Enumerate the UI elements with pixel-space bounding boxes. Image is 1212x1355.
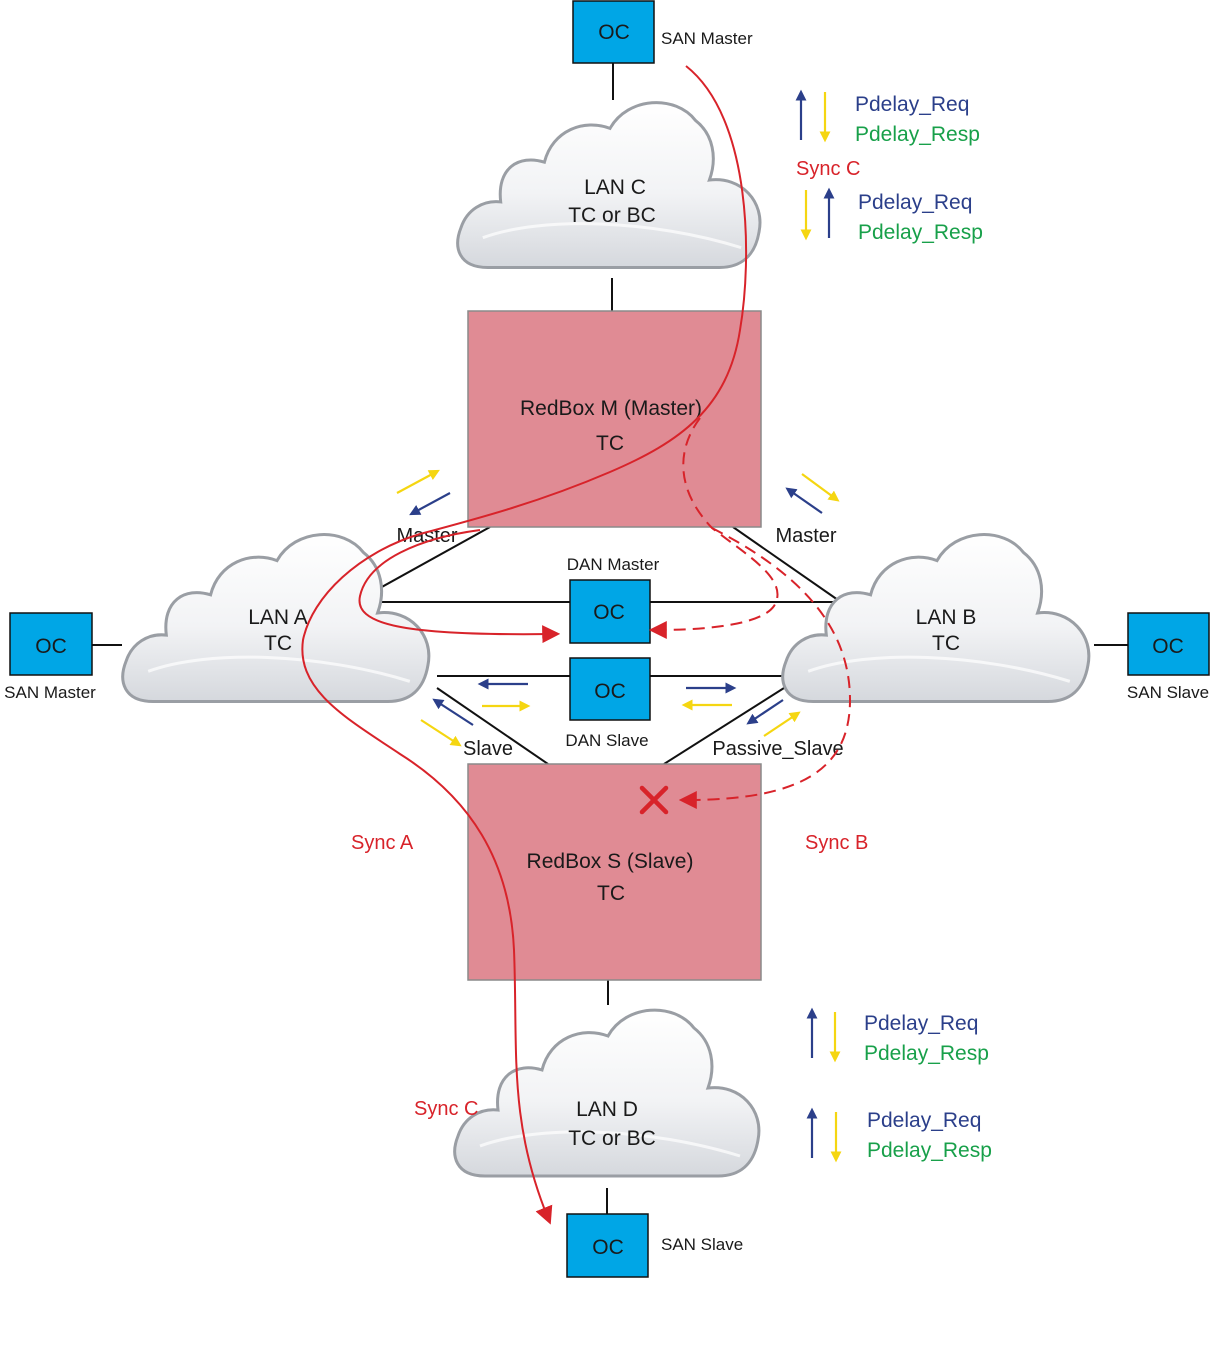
lan-c-subtitle: TC or BC bbox=[568, 204, 656, 227]
oc-bottom: OC SAN Slave bbox=[566, 1213, 743, 1278]
pdelay-resp-label: Pdelay_Resp bbox=[864, 1042, 989, 1065]
redbox-master-box bbox=[467, 310, 762, 528]
sync-b-path-to-slave bbox=[678, 527, 852, 809]
pdelay-req-label: Pdelay_Req bbox=[867, 1109, 981, 1132]
port-label-slave-left: Slave bbox=[463, 738, 513, 760]
oc-right-caption: SAN Slave bbox=[1127, 683, 1209, 702]
oc-top-label: OC bbox=[598, 21, 630, 44]
link-redbox-m-lan-b bbox=[732, 526, 839, 601]
lan-a-subtitle: TC bbox=[264, 632, 292, 655]
arrow-icon bbox=[396, 469, 440, 494]
oc-left: OC SAN Master bbox=[4, 612, 96, 702]
oc-bottom-caption: SAN Slave bbox=[661, 1235, 743, 1254]
oc-dan-master-label: OC bbox=[593, 601, 625, 624]
oc-right-label: OC bbox=[1152, 635, 1184, 658]
pdelay-legend-3: Pdelay_Req Pdelay_Resp bbox=[806, 1007, 989, 1065]
links bbox=[92, 63, 1128, 1214]
oc-dan-master-box bbox=[569, 579, 651, 644]
redbox-slave-title: RedBox S (Slave) bbox=[527, 850, 694, 873]
oc-dan-master: OC DAN Master bbox=[567, 555, 660, 644]
oc-dan-master-caption: DAN Master bbox=[567, 555, 660, 574]
oc-dan-slave: OC DAN Slave bbox=[565, 657, 651, 750]
redbox-slave-subtitle: TC bbox=[597, 882, 625, 905]
cloud-icon bbox=[453, 1008, 761, 1178]
arrow-icon bbox=[785, 487, 823, 514]
lan-c-cloud: LAN C TC or BC bbox=[456, 101, 762, 269]
pdelay-resp-label: Pdelay_Resp bbox=[855, 123, 980, 146]
pdelay-legend-1: Pdelay_Req Pdelay_Resp bbox=[795, 89, 980, 146]
pdelay-resp-label: Pdelay_Resp bbox=[867, 1139, 992, 1162]
sync-c-path bbox=[301, 65, 748, 1225]
lan-d-cloud: LAN D TC or BC bbox=[453, 1008, 761, 1178]
arrow-icon bbox=[801, 473, 840, 502]
oc-top-box bbox=[572, 0, 655, 64]
pdelay-legend-4: Pdelay_Req Pdelay_Resp bbox=[806, 1107, 992, 1163]
pdelay-resp-label: Pdelay_Resp bbox=[858, 221, 983, 244]
oc-dan-slave-label: OC bbox=[594, 680, 626, 703]
lan-b-cloud: LAN B TC bbox=[781, 533, 1091, 704]
oc-left-caption: SAN Master bbox=[4, 683, 96, 702]
oc-dan-slave-caption: DAN Slave bbox=[565, 731, 648, 750]
sync-a-path bbox=[358, 529, 561, 644]
redbox-slave: RedBox S (Slave) TC bbox=[467, 763, 762, 981]
arrow-icon bbox=[409, 492, 451, 516]
link-redbox-m-lan-a bbox=[379, 526, 491, 589]
pdelay-legend-2: Pdelay_Req Pdelay_Resp bbox=[800, 187, 983, 244]
oc-right: OC SAN Slave bbox=[1127, 612, 1210, 702]
x-mark-icon bbox=[639, 785, 669, 815]
oc-bottom-label: OC bbox=[592, 1236, 624, 1259]
lan-d-subtitle: TC or BC bbox=[568, 1127, 656, 1150]
sync-b-label: Sync B bbox=[805, 832, 868, 854]
lan-d-title: LAN D bbox=[576, 1098, 638, 1121]
lan-a-title: LAN A bbox=[248, 606, 308, 629]
arrow-icon bbox=[763, 711, 801, 737]
sync-c-bottom-label: Sync C bbox=[414, 1098, 478, 1120]
oc-top-caption: SAN Master bbox=[661, 29, 753, 48]
lan-c-title: LAN C bbox=[584, 176, 646, 199]
pdelay-req-label: Pdelay_Req bbox=[864, 1012, 978, 1035]
oc-bottom-box bbox=[566, 1213, 649, 1278]
sync-c-top-label: Sync C bbox=[796, 158, 860, 180]
sync-paths bbox=[301, 65, 852, 1225]
port-label-slave-right: Passive_Slave bbox=[712, 738, 843, 760]
lan-b-title: LAN B bbox=[916, 606, 977, 629]
oc-left-label: OC bbox=[35, 635, 67, 658]
lan-b-subtitle: TC bbox=[932, 632, 960, 655]
pdelay-req-label: Pdelay_Req bbox=[858, 191, 972, 214]
lan-a-cloud: LAN A TC bbox=[121, 533, 431, 704]
link-lan-b-redbox-s bbox=[663, 687, 785, 765]
arrow-icon bbox=[420, 719, 462, 747]
redbox-master-subtitle: TC bbox=[596, 432, 624, 455]
oc-top: OC SAN Master bbox=[572, 0, 753, 64]
oc-left-box bbox=[9, 612, 93, 676]
redbox-master-title: RedBox M (Master) bbox=[520, 397, 702, 420]
link-lan-a-redbox-s bbox=[436, 687, 549, 765]
redbox-master: RedBox M (Master) TC bbox=[467, 310, 762, 528]
arrow-icon bbox=[746, 699, 784, 725]
oc-dan-slave-box bbox=[569, 657, 651, 721]
arrow-icon bbox=[432, 698, 474, 726]
exchange-arrows bbox=[396, 469, 840, 747]
pdelay-req-label: Pdelay_Req bbox=[855, 93, 969, 116]
port-label-master-right: Master bbox=[775, 525, 836, 547]
sync-a-label: Sync A bbox=[351, 832, 414, 854]
oc-right-box bbox=[1127, 612, 1210, 676]
port-label-master-left: Master bbox=[396, 525, 457, 547]
